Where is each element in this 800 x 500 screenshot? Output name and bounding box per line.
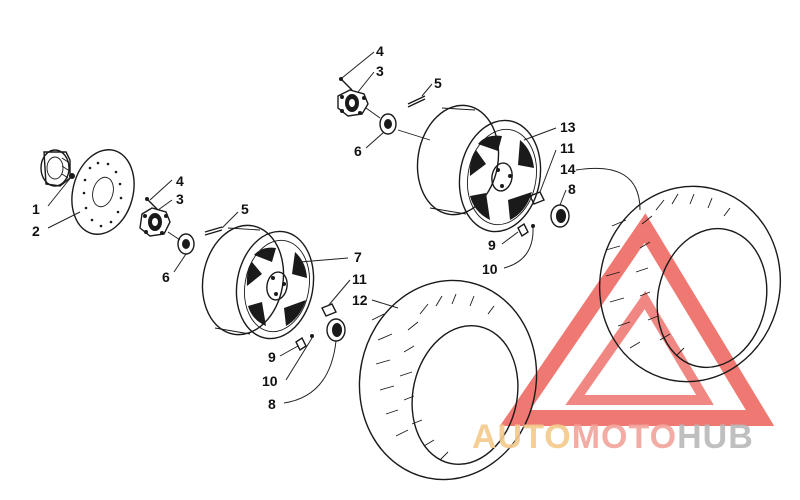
part-4-stud-left — [145, 197, 159, 211]
part-14-tire-right — [598, 185, 782, 383]
part-7-wheel-rim-left — [201, 224, 315, 340]
callout-11-left: 11 — [352, 271, 367, 287]
part-8-hub-cap-left — [326, 318, 346, 342]
callout-11-right: 11 — [560, 140, 575, 156]
callout-13-right: 13 — [560, 119, 576, 135]
watermark-text-moto: MOTO — [572, 418, 677, 456]
callout-10-left: 10 — [262, 373, 278, 389]
watermark-logo — [499, 213, 775, 426]
watermark-text-hub: HUB — [677, 418, 754, 456]
callout-10-right: 10 — [482, 261, 498, 277]
callout-8-right: 8 — [568, 181, 576, 197]
watermark-triangle-inner — [565, 290, 714, 405]
part-9-valve-stem-left — [295, 336, 307, 352]
part-5-cotter-pin-left — [204, 226, 223, 236]
part-6-hub-nut-left — [167, 231, 195, 255]
callout-8-left: 8 — [268, 396, 276, 412]
part-8-hub-cap-right — [550, 204, 570, 228]
callout-9-right: 9 — [488, 237, 496, 253]
part-5-cotter-pin-right — [407, 95, 426, 108]
callout-1-left: 1 — [32, 201, 40, 217]
part-13-wheel-rim-right — [416, 104, 542, 233]
callout-2-left: 2 — [32, 223, 40, 239]
part-10-valve-cap-left — [310, 334, 314, 338]
callout-3-right: 3 — [376, 63, 384, 79]
callout-12-left: 12 — [352, 292, 368, 308]
part-1-brake-caliper — [40, 149, 75, 187]
part-12-tire-left — [358, 279, 538, 481]
callout-labels: 1 2 3 4 5 6 7 11 12 9 10 8 4 3 5 6 13 11… — [32, 43, 576, 412]
part-2-brake-disc — [71, 149, 135, 235]
callout-5-left: 5 — [241, 201, 249, 217]
callout-9-left: 9 — [268, 349, 276, 365]
part-6-hub-nut-right — [365, 107, 431, 141]
watermark-text-auto: AUTO — [472, 418, 572, 456]
part-9-valve-stem-right — [517, 222, 529, 238]
callout-4-right: 4 — [376, 43, 384, 59]
part-10-valve-cap-right — [531, 224, 535, 228]
callout-3-left: 3 — [176, 191, 184, 207]
part-11-lug-nut-left — [321, 303, 337, 317]
part-11-lug-nut-right — [529, 191, 545, 205]
callout-7-left: 7 — [354, 249, 362, 265]
part-4-stud-right — [339, 77, 353, 91]
part-3-wheel-hub-right — [337, 89, 369, 117]
svg-text:AUTOMOTOHUB: AUTOMOTOHUB — [472, 418, 754, 456]
callout-5-right: 5 — [434, 75, 442, 91]
watermark-wordmark: AUTOMOTOHUB — [472, 418, 754, 456]
part-3-wheel-hub-left — [139, 207, 171, 237]
callout-4-left: 4 — [176, 173, 184, 189]
watermark-triangle-outer — [499, 213, 775, 426]
callout-14-right: 14 — [560, 161, 576, 177]
callout-6-right: 6 — [354, 143, 362, 159]
leader-lines — [47, 51, 641, 404]
callout-6-left: 6 — [162, 269, 170, 285]
